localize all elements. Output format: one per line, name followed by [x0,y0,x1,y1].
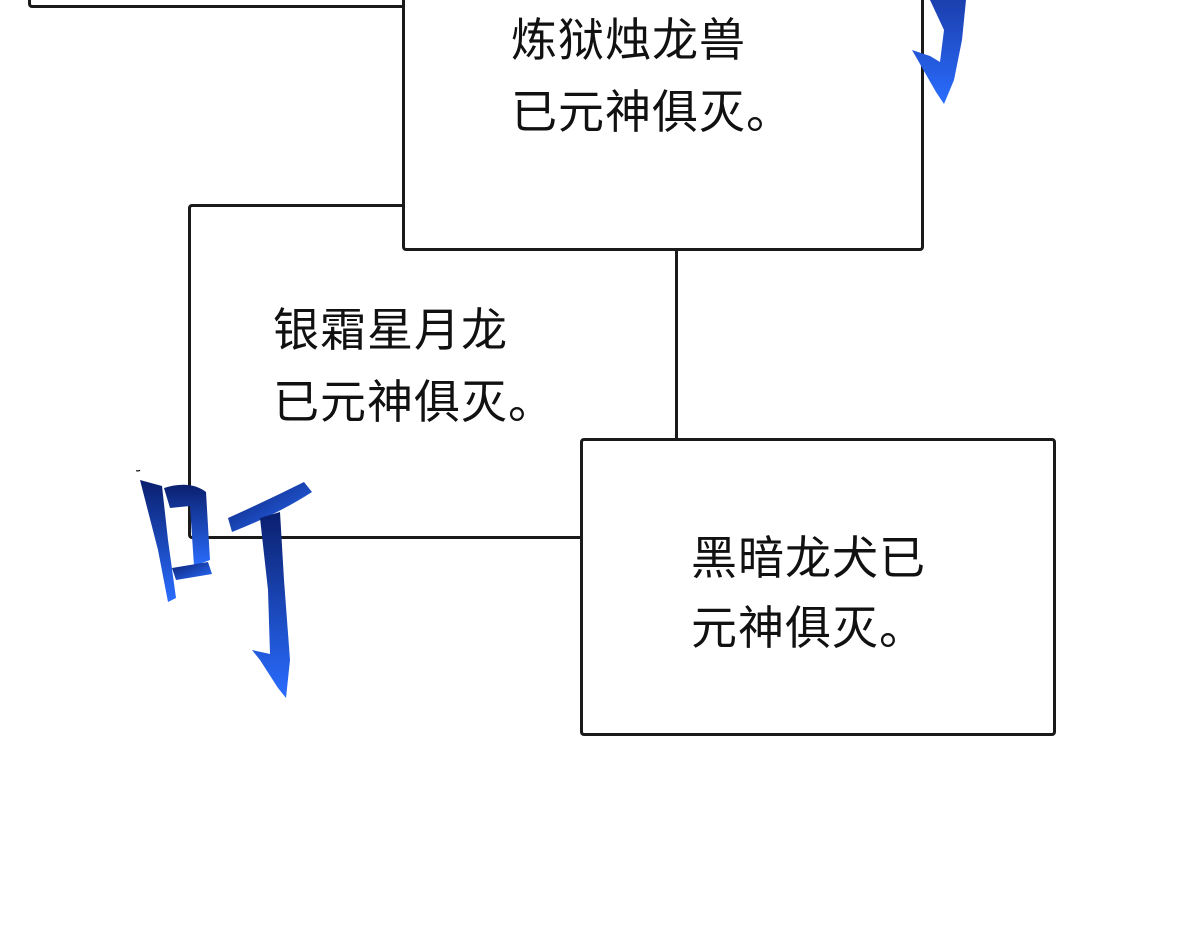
sound-effect-text: 叮 [128,470,144,474]
brush-stroke-fragment [912,0,966,104]
brush-stroke [252,512,290,698]
caption-line-1: 银霜星月龙 [273,303,508,357]
caption-line-2: 已元神俱灭。 [273,375,555,429]
caption-line-1: 炼狱烛龙兽 [511,13,746,67]
sound-effect-ding: 叮 [128,470,312,698]
caption-line-2: 元神俱灭。 [691,601,926,655]
caption-box-purgatory-dragon: 炼狱烛龙兽 已元神俱灭。 [402,0,924,251]
brush-stroke [172,562,212,580]
brush-stroke [164,484,210,566]
caption-box-dark-dragon-dog: 黑暗龙犬已 元神俱灭。 [580,438,1056,736]
caption-line-1: 黑暗龙犬已 [691,531,926,585]
caption-line-2: 已元神俱灭。 [511,85,793,139]
brush-stroke [140,480,176,602]
brush-stroke [228,482,312,532]
